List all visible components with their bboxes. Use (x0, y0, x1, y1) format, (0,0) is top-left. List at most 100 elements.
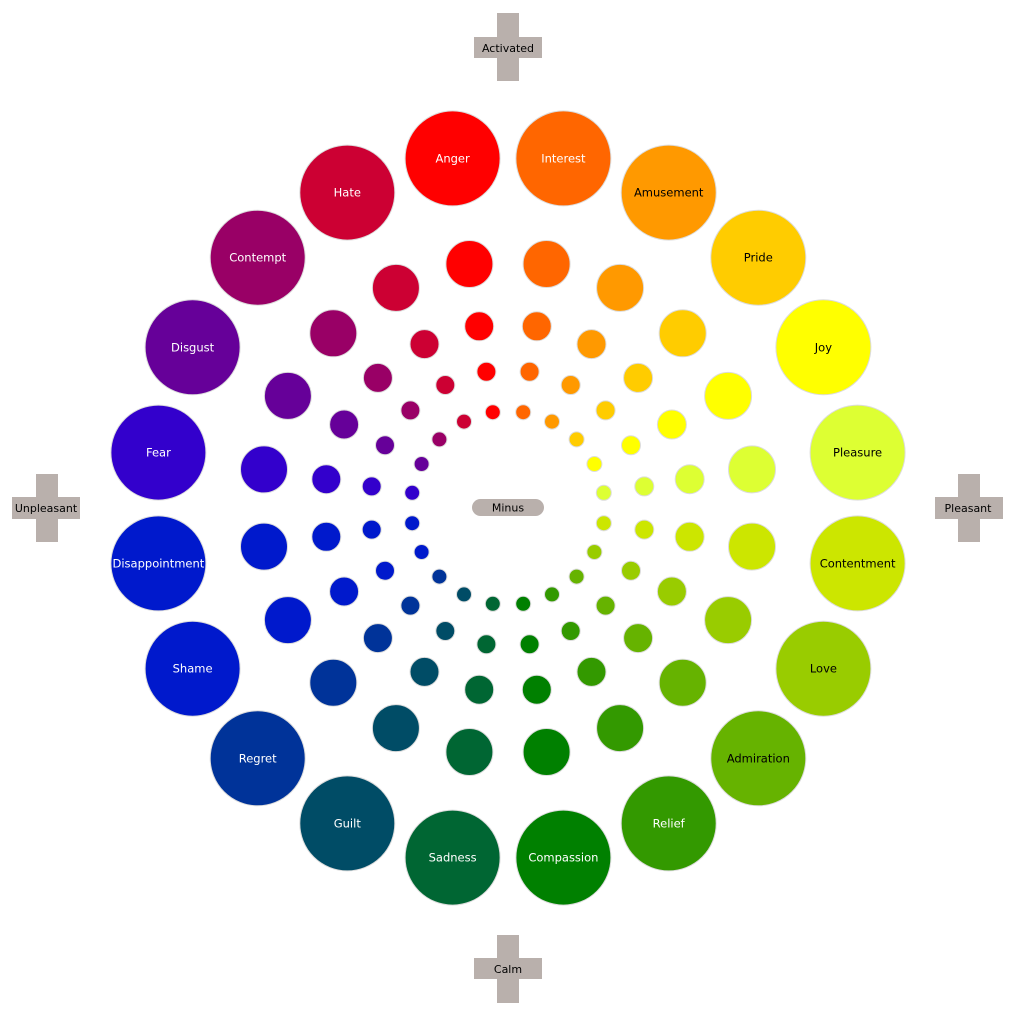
emotion-circle-regret-level-1[interactable] (431, 568, 448, 585)
emotion-circle-compassion-level-2[interactable] (519, 634, 540, 655)
emotion-circle-disappointment-level-3[interactable] (311, 521, 342, 552)
emotion-circle-love-level-3[interactable] (656, 576, 687, 607)
emotion-circle-fear-level-4[interactable] (240, 445, 288, 494)
emotion-circle-fear-level-3[interactable] (311, 464, 342, 495)
emotion-circle-compassion-level-4[interactable] (522, 728, 571, 776)
emotion-circle-anger-level-3[interactable] (464, 311, 495, 342)
emotion-circle-disgust-level-1[interactable] (413, 456, 430, 472)
emotion-circle-anger-level-1[interactable] (484, 404, 501, 421)
emotion-circle-compassion-level-1[interactable] (515, 595, 532, 612)
emotion-circle-guilt-level-1[interactable] (456, 586, 472, 603)
emotion-circle-guilt-level-5[interactable] (299, 775, 396, 872)
emotion-circle-pride-level-3[interactable] (623, 362, 654, 393)
emotion-circle-fear-level-2[interactable] (361, 476, 382, 497)
emotion-circle-anger-level-5[interactable] (404, 110, 501, 207)
emotion-circle-hate-level-4[interactable] (371, 263, 420, 312)
emotion-circle-pride-level-1[interactable] (568, 431, 585, 448)
emotion-circle-fear-level-1[interactable] (404, 484, 421, 501)
emotion-circle-joy-level-1[interactable] (586, 456, 603, 472)
emotion-circle-admiration-level-5[interactable] (710, 710, 807, 807)
emotion-circle-interest-level-2[interactable] (519, 361, 540, 382)
emotion-circle-pride-level-2[interactable] (595, 400, 616, 421)
emotion-circle-disgust-level-3[interactable] (329, 409, 360, 440)
emotion-circle-sadness-level-4[interactable] (445, 728, 494, 776)
emotion-circle-disappointment-level-2[interactable] (361, 519, 382, 540)
emotion-circle-relief-level-4[interactable] (596, 704, 645, 753)
emotion-circle-admiration-level-1[interactable] (568, 568, 585, 585)
emotion-circle-amusement-level-1[interactable] (544, 413, 560, 430)
emotion-circle-interest-level-5[interactable] (515, 110, 612, 207)
emotion-circle-fear-level-5[interactable] (110, 404, 207, 501)
emotion-circle-relief-level-2[interactable] (560, 621, 581, 641)
emotion-circle-contempt-level-3[interactable] (362, 362, 393, 393)
emotion-circle-hate-level-2[interactable] (435, 375, 456, 395)
emotion-circle-compassion-level-3[interactable] (521, 674, 552, 705)
pleasant-plus-button[interactable]: Pleasant (935, 474, 1003, 542)
emotion-circle-relief-level-3[interactable] (576, 656, 607, 687)
emotion-circle-pride-level-5[interactable] (710, 209, 807, 306)
emotion-circle-joy-level-4[interactable] (704, 371, 753, 420)
emotion-circle-sadness-level-1[interactable] (484, 595, 501, 612)
emotion-circle-shame-level-3[interactable] (329, 576, 360, 607)
emotion-circle-pleasure-level-4[interactable] (728, 445, 776, 494)
activated-plus-button[interactable]: Activated (474, 13, 542, 81)
emotion-circle-hate-level-1[interactable] (456, 413, 472, 430)
emotion-circle-disgust-level-5[interactable] (144, 299, 241, 396)
emotion-circle-amusement-level-3[interactable] (576, 329, 607, 360)
emotion-circle-admiration-level-4[interactable] (658, 658, 707, 707)
emotion-circle-relief-level-5[interactable] (620, 775, 717, 872)
emotion-circle-regret-level-2[interactable] (400, 595, 421, 616)
emotion-circle-disappointment-level-1[interactable] (404, 515, 421, 532)
emotion-circle-contempt-level-5[interactable] (209, 209, 306, 306)
emotion-circle-contentment-level-1[interactable] (595, 515, 612, 532)
emotion-circle-joy-level-3[interactable] (656, 409, 687, 440)
emotion-circle-hate-level-5[interactable] (299, 144, 396, 241)
emotion-circle-love-level-1[interactable] (586, 544, 603, 560)
emotion-circle-disappointment-level-5[interactable] (110, 515, 207, 612)
emotion-circle-regret-level-3[interactable] (362, 623, 393, 654)
unpleasant-plus-button[interactable]: Unpleasant (12, 474, 80, 542)
emotion-circle-contentment-level-3[interactable] (674, 521, 705, 552)
emotion-circle-interest-level-1[interactable] (515, 404, 532, 421)
emotion-circle-pleasure-level-2[interactable] (634, 476, 655, 497)
emotion-circle-regret-level-5[interactable] (209, 710, 306, 807)
emotion-circle-contentment-level-4[interactable] (728, 522, 776, 571)
emotion-circle-sadness-level-5[interactable] (404, 809, 501, 906)
emotion-circle-shame-level-4[interactable] (263, 596, 312, 645)
emotion-circle-guilt-level-3[interactable] (409, 656, 440, 687)
emotion-circle-joy-level-5[interactable] (775, 299, 872, 396)
emotion-circle-contempt-level-2[interactable] (400, 400, 421, 421)
emotion-circle-pleasure-level-1[interactable] (595, 484, 612, 501)
emotion-circle-sadness-level-2[interactable] (476, 634, 497, 655)
minus-button[interactable]: Minus (472, 499, 544, 516)
emotion-circle-amusement-level-5[interactable] (620, 144, 717, 241)
emotion-circle-pleasure-level-5[interactable] (809, 404, 906, 501)
emotion-circle-sadness-level-3[interactable] (464, 674, 495, 705)
emotion-circle-relief-level-1[interactable] (544, 586, 560, 603)
emotion-circle-amusement-level-4[interactable] (596, 263, 645, 312)
emotion-circle-contempt-level-4[interactable] (309, 309, 358, 358)
emotion-circle-compassion-level-5[interactable] (515, 809, 612, 906)
emotion-circle-admiration-level-2[interactable] (595, 595, 616, 616)
emotion-circle-admiration-level-3[interactable] (623, 623, 654, 654)
emotion-circle-contentment-level-2[interactable] (634, 519, 655, 540)
emotion-circle-regret-level-4[interactable] (309, 658, 358, 707)
emotion-circle-love-level-5[interactable] (775, 620, 872, 717)
emotion-circle-interest-level-4[interactable] (522, 240, 571, 288)
emotion-circle-love-level-4[interactable] (704, 596, 753, 645)
emotion-circle-shame-level-5[interactable] (144, 620, 241, 717)
emotion-circle-disgust-level-4[interactable] (263, 371, 312, 420)
calm-plus-button[interactable]: Calm (474, 935, 542, 1003)
emotion-circle-amusement-level-2[interactable] (560, 375, 581, 395)
emotion-circle-guilt-level-2[interactable] (435, 621, 456, 641)
emotion-circle-contentment-level-5[interactable] (809, 515, 906, 612)
emotion-circle-anger-level-4[interactable] (445, 240, 494, 288)
emotion-circle-pleasure-level-3[interactable] (674, 464, 705, 495)
emotion-circle-contempt-level-1[interactable] (431, 431, 448, 448)
emotion-circle-disappointment-level-4[interactable] (240, 522, 288, 571)
emotion-circle-shame-level-2[interactable] (375, 560, 395, 581)
emotion-circle-interest-level-3[interactable] (521, 311, 552, 342)
emotion-circle-love-level-2[interactable] (621, 560, 641, 581)
emotion-circle-hate-level-3[interactable] (409, 329, 440, 360)
emotion-circle-pride-level-4[interactable] (658, 309, 707, 358)
